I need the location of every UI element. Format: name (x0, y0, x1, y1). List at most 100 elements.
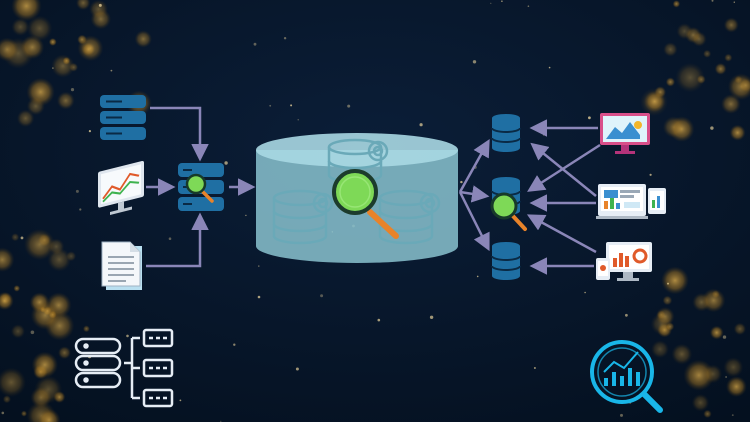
bokeh-light (668, 116, 695, 142)
sparkle (283, 37, 287, 40)
bokeh-light (676, 23, 693, 40)
sparkle (710, 126, 714, 130)
bokeh-light (11, 233, 20, 242)
bokeh-light (721, 94, 741, 114)
bokeh-light (56, 91, 75, 110)
bokeh-light (644, 90, 666, 112)
sparkle (30, 330, 35, 335)
bokeh-light (651, 340, 669, 359)
bokeh-light (134, 30, 152, 48)
bokeh-light (703, 49, 712, 58)
analytics-monitor-icon (98, 160, 144, 216)
sparkle (52, 67, 54, 69)
bokeh-light (51, 54, 75, 78)
sparkle (258, 265, 260, 267)
bokeh-light (729, 124, 746, 141)
bokeh-light (671, 343, 693, 365)
bokeh-light (37, 408, 61, 422)
bokeh-light (738, 78, 750, 93)
bokeh-light (691, 394, 710, 412)
bokeh-light (675, 62, 705, 93)
sparkle (110, 69, 113, 72)
arrow-lake-to-mart-mid (459, 185, 490, 203)
bokeh-light (0, 247, 15, 272)
sparkle (297, 119, 299, 121)
bokeh-light (48, 38, 57, 46)
bokeh-light (733, 322, 747, 336)
sparkle (625, 313, 628, 317)
sparkle (75, 189, 79, 193)
bokeh-light (11, 0, 42, 22)
sparkle (290, 104, 293, 107)
bi-screens-icon (596, 242, 652, 281)
bokeh-light (703, 409, 712, 419)
database-icon (491, 242, 521, 280)
bokeh-light (672, 0, 681, 8)
sparkle (233, 343, 236, 346)
bokeh-light (723, 357, 744, 378)
sparkle (620, 413, 623, 417)
arrow-lake-to-mart-bottom (458, 191, 490, 252)
sparkle (245, 214, 247, 217)
bokeh-light (663, 42, 678, 57)
bokeh-light (691, 31, 707, 47)
bokeh-light (16, 109, 35, 128)
sparkle (722, 335, 727, 339)
sparkle (731, 414, 734, 416)
bokeh-light (47, 247, 72, 272)
sparkle (460, 180, 463, 184)
data-lake-icon (256, 133, 458, 263)
bokeh-light (26, 15, 53, 42)
sparkle (527, 5, 530, 7)
dashboard-monitor-icon (600, 113, 650, 154)
sparkle (1, 411, 5, 415)
sparkle (70, 88, 75, 92)
sparkle (533, 367, 536, 369)
sparkle (588, 116, 591, 120)
sparkle (733, 1, 735, 3)
bokeh-light (724, 53, 733, 62)
arrow-bi-to-mart-mid (526, 214, 597, 254)
sparkle (20, 236, 24, 240)
bokeh-light (90, 8, 112, 30)
sparkle (543, 134, 545, 136)
sparkle (168, 237, 172, 240)
sparkle (429, 315, 434, 319)
sparkle (126, 334, 129, 338)
sparkle (295, 367, 299, 371)
bokeh-light (10, 324, 26, 339)
sparkle (98, 3, 102, 7)
bokeh-light (655, 307, 675, 326)
bokeh-light (0, 37, 19, 62)
database-search-icon-mart (490, 177, 527, 231)
sparkle (347, 104, 351, 108)
sparkle (269, 104, 272, 107)
connector-arrows (146, 106, 601, 275)
sparkle (179, 399, 182, 402)
sparkle (257, 295, 261, 299)
sparkle (419, 123, 423, 127)
sparkle (490, 2, 492, 4)
database-schema-icon (74, 328, 174, 408)
document-icon (101, 241, 142, 290)
bokeh-light (662, 295, 673, 306)
sparkle (584, 291, 586, 294)
arrow-dash-to-mart-mid (527, 143, 601, 192)
sparkle (320, 294, 324, 298)
bokeh-light (34, 375, 63, 404)
bokeh-light (0, 291, 14, 310)
bokeh-light (77, 35, 104, 62)
bokeh-light (76, 0, 91, 11)
sparkle (224, 161, 228, 165)
bokeh-light (82, 325, 90, 333)
report-devices-icon (596, 184, 666, 219)
bokeh-light (20, 410, 28, 417)
database-icon (491, 114, 521, 152)
sparkle (79, 208, 82, 211)
bokeh-light (31, 351, 58, 379)
bokeh-light (2, 395, 11, 404)
database-search-icon (178, 163, 224, 211)
